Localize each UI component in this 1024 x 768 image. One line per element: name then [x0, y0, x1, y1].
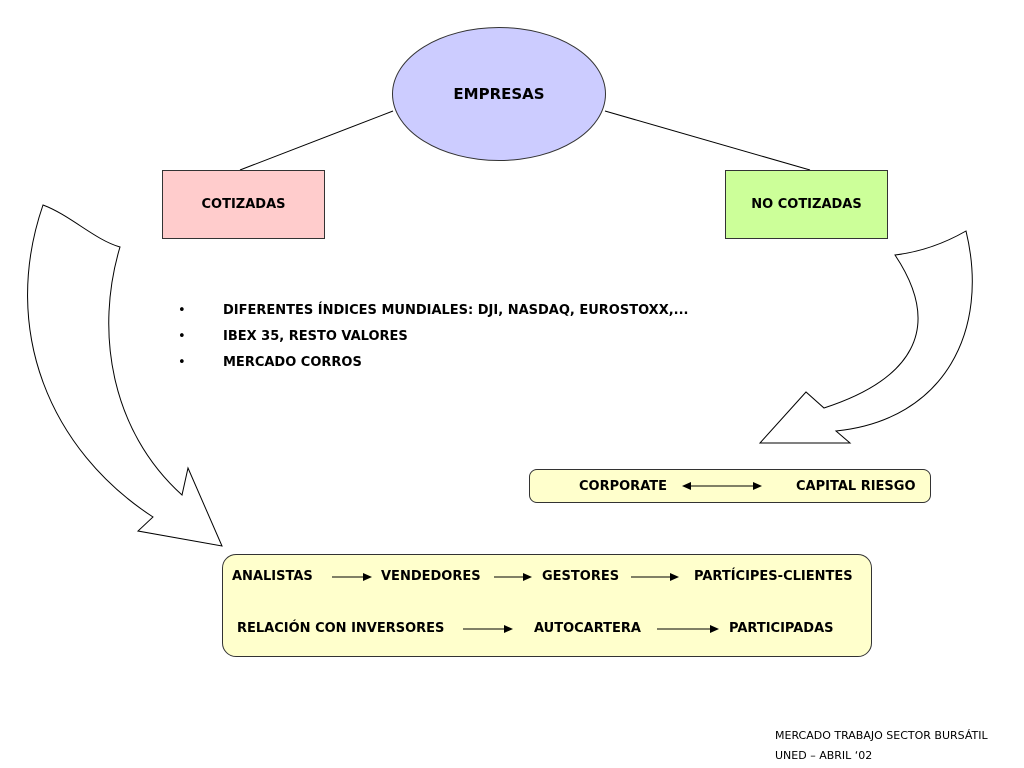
cotizadas-label: COTIZADAS — [201, 197, 286, 212]
flow-node-analistas: ANALISTAS — [232, 569, 313, 584]
corporate-label: CORPORATE — [579, 479, 667, 494]
branch-node-no-cotizadas: NO COTIZADAS — [725, 170, 888, 239]
flow-node-gestores: GESTORES — [542, 569, 620, 584]
bidirectional-arrow-icon — [682, 482, 762, 490]
flow-arrow-icon — [463, 625, 513, 633]
left-curved-arrow — [27, 204, 223, 547]
bullet-item: • DIFERENTES ÍNDICES MUNDIALES: DJI, NAS… — [178, 298, 688, 324]
flow-arrow-icon — [631, 573, 679, 581]
cotizadas-bullet-list: • DIFERENTES ÍNDICES MUNDIALES: DJI, NAS… — [178, 298, 688, 376]
footer-line-1: MERCADO TRABAJO SECTOR BURSÁTIL — [775, 729, 988, 742]
flow-arrow-icon — [657, 625, 719, 633]
footer-line-2: UNED – ABRIL ‘02 — [775, 749, 873, 762]
no-cotizadas-label: NO COTIZADAS — [751, 197, 862, 212]
flow-node-vendedores: VENDEDORES — [381, 569, 481, 584]
bullet-item: • MERCADO CORROS — [178, 350, 688, 376]
bullet-dot: • — [178, 355, 186, 370]
root-to-no-cotizadas-line — [604, 110, 811, 171]
flow-arrow-icon — [332, 573, 372, 581]
bullet-text: MERCADO CORROS — [223, 355, 362, 370]
bullet-text: DIFERENTES ÍNDICES MUNDIALES: DJI, NASDA… — [223, 303, 689, 318]
capital-riesgo-label: CAPITAL RIESGO — [796, 479, 916, 494]
bullet-item: • IBEX 35, RESTO VALORES — [178, 324, 688, 350]
flow-panel: ANALISTAS VENDEDORES GESTORES PARTÍCIPES… — [222, 554, 872, 657]
flow-node-autocartera: AUTOCARTERA — [534, 621, 641, 636]
bullet-dot: • — [178, 329, 186, 344]
bullet-dot: • — [178, 303, 186, 318]
footer: MERCADO TRABAJO SECTOR BURSÁTIL UNED – A… — [775, 726, 988, 766]
flow-arrow-icon — [494, 573, 532, 581]
bullet-text: IBEX 35, RESTO VALORES — [223, 329, 408, 344]
flow-node-participadas: PARTICIPADAS — [729, 621, 834, 636]
root-node-label: EMPRESAS — [453, 85, 545, 103]
flow-node-participes-clientes: PARTÍCIPES-CLIENTES — [694, 569, 853, 584]
root-to-cotizadas-line — [239, 110, 394, 171]
root-node-empresas: EMPRESAS — [392, 27, 606, 161]
corporate-panel: CORPORATE CAPITAL RIESGO — [529, 469, 931, 503]
flow-node-relacion-inversores: RELACIÓN CON INVERSORES — [237, 621, 445, 636]
branch-node-cotizadas: COTIZADAS — [162, 170, 325, 239]
right-curved-arrow — [758, 230, 973, 444]
